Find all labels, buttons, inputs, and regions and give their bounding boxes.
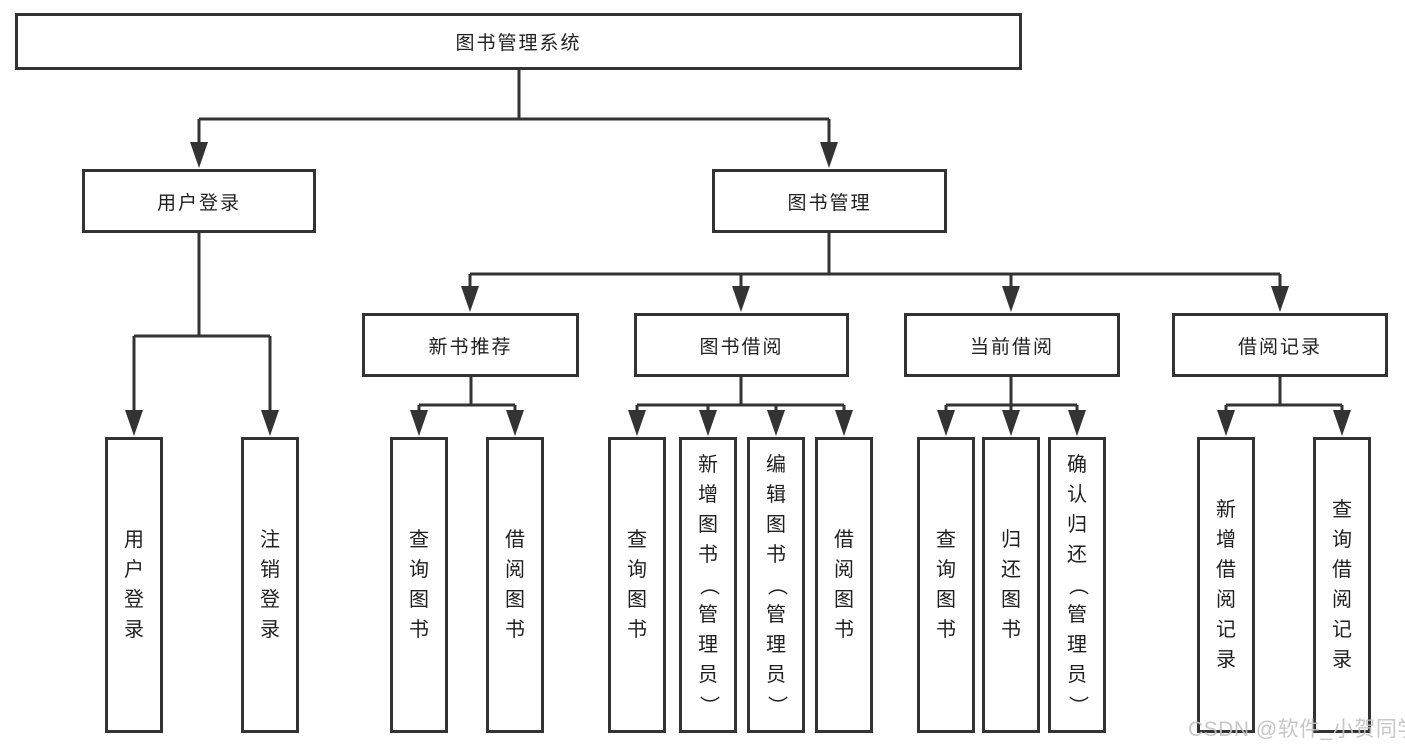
arrow-down-icon: [767, 410, 785, 436]
leaf-return-book: 归还图书: [982, 437, 1040, 733]
node-user-login: 用户登录: [82, 169, 316, 233]
node-library-system: 图书管理系统: [15, 13, 1022, 70]
node-label: 图书借阅: [699, 336, 784, 358]
leaf-user-login: 用户登录: [105, 437, 163, 733]
arrow-down-icon: [410, 410, 428, 436]
node-label: 编辑图书（管理员）: [765, 453, 788, 715]
arrow-down-icon: [699, 410, 717, 436]
node-new-book-recommend: 新书推荐: [362, 313, 579, 377]
arrowheads: [125, 142, 1351, 436]
node-label: 注销登录: [260, 528, 280, 641]
node-label: 借阅记录: [1237, 336, 1322, 358]
arrow-down-icon: [1002, 286, 1020, 312]
arrow-down-icon: [461, 286, 479, 312]
leaf-query-book-3: 查询图书: [917, 437, 975, 733]
arrow-down-icon: [506, 410, 524, 436]
arrow-down-icon: [1002, 410, 1020, 436]
arrow-down-icon: [1217, 410, 1235, 436]
node-label: 查询图书: [627, 528, 647, 641]
node-label: 归还图书: [1001, 528, 1021, 641]
node-label: 借阅图书: [834, 528, 854, 641]
arrow-down-icon: [190, 142, 208, 168]
node-book-borrow: 图书借阅: [634, 313, 849, 377]
node-label: 图书管理系统: [455, 33, 582, 54]
leaf-add-book-admin: 新增图书（管理员）: [679, 437, 737, 733]
node-label: 用户登录: [156, 192, 241, 214]
arrow-down-icon: [628, 410, 646, 436]
leaf-borrow-book-2: 借阅图书: [815, 437, 873, 733]
leaf-borrow-book-1: 借阅图书: [486, 437, 544, 733]
node-label: 查询图书: [409, 528, 429, 641]
node-label: 查询图书: [936, 528, 956, 641]
node-label: 图书管理: [787, 192, 872, 214]
arrow-down-icon: [261, 410, 279, 436]
arrow-down-icon: [1068, 410, 1086, 436]
leaf-query-book-2: 查询图书: [608, 437, 666, 733]
node-book-management: 图书管理: [712, 169, 947, 233]
csdn-watermark: CSDN @软件_小贺同学: [1188, 718, 1405, 741]
node-label: 确认归还（管理员）: [1066, 453, 1089, 715]
leaf-confirm-return-admin: 确认归还（管理员）: [1048, 437, 1106, 733]
arrow-down-icon: [1333, 410, 1351, 436]
node-label: 借阅图书: [505, 528, 525, 641]
leaf-edit-book-admin: 编辑图书（管理员）: [747, 437, 805, 733]
arrow-down-icon: [732, 286, 750, 312]
node-borrow-records: 借阅记录: [1172, 313, 1388, 377]
leaf-add-borrow-record: 新增借阅记录: [1197, 437, 1255, 733]
node-label: 新增图书（管理员）: [697, 453, 720, 715]
node-label: 用户登录: [124, 528, 144, 641]
node-label: 新增借阅记录: [1216, 498, 1236, 671]
node-label: 新书推荐: [428, 336, 513, 358]
arrow-down-icon: [937, 410, 955, 436]
arrow-down-icon: [820, 142, 838, 168]
node-current-borrow: 当前借阅: [904, 313, 1120, 377]
node-label: 查询借阅记录: [1332, 498, 1352, 671]
connector-paths: [132, 70, 1344, 414]
node-label: 当前借阅: [969, 336, 1054, 358]
leaf-query-book-1: 查询图书: [390, 437, 448, 733]
leaf-query-borrow-record: 查询借阅记录: [1313, 437, 1371, 733]
arrow-down-icon: [1271, 286, 1289, 312]
arrow-down-icon: [125, 410, 143, 436]
leaf-logout: 注销登录: [241, 437, 299, 733]
arrow-down-icon: [835, 410, 853, 436]
